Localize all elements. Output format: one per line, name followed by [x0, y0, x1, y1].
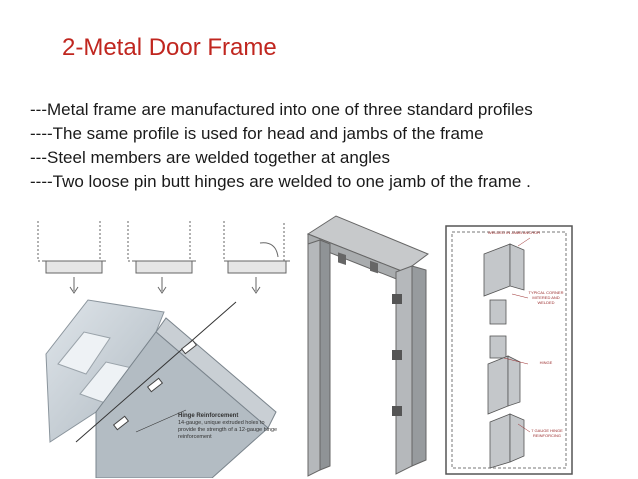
frame-detail-figure: WELDED IN JAMB ANCHOR TYPICAL CORNER MIT…: [444, 224, 574, 476]
detail-label: TYPICAL CORNER MITERED AND WELDED: [528, 290, 564, 305]
bullet-list: ---Metal frame are manufactured into one…: [30, 98, 630, 194]
detail-label: 7 GAUGE HINGE REINFORCING: [531, 428, 563, 438]
hinge-reinforcement-figure: [36, 292, 294, 478]
detail-label: WELDED IN JAMB ANCHOR: [487, 230, 541, 235]
bullet-item: ---Steel members are welded together at …: [30, 148, 391, 167]
bullet-item: ----The same profile is used for head an…: [30, 124, 484, 143]
detail-label: HINGE: [539, 360, 553, 365]
frame-profiles-figure: [28, 215, 298, 305]
bullet-item: ---Metal frame are manufactured into one…: [30, 100, 533, 119]
door-frame-figure: [300, 210, 432, 478]
hinge-caption-text: 14-gauge, unique extruded holes to provi…: [178, 420, 278, 440]
hinge-caption-title: Hinge Reinforcement: [178, 413, 239, 419]
bullet-item: ----Two loose pin butt hinges are welded…: [30, 172, 531, 191]
slide-title: 2-Metal Door Frame: [62, 34, 277, 61]
hinge-caption: Hinge Reinforcement 14-gauge, unique ext…: [178, 413, 284, 441]
